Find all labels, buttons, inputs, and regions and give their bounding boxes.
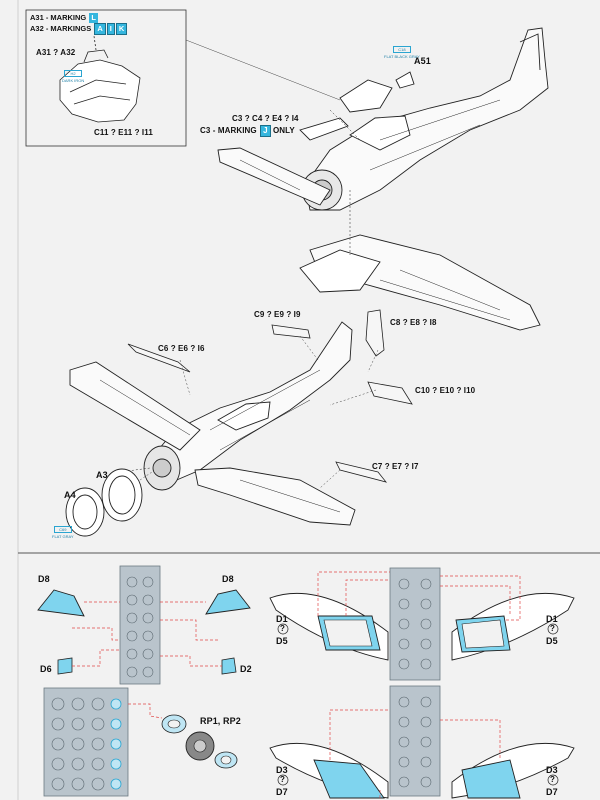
label-a3: A3	[96, 470, 108, 480]
inset-label-c11: C11 ? E11 ? I11	[94, 128, 153, 137]
pe-fret-3	[389, 567, 441, 681]
marking-tag-k: K	[115, 23, 128, 35]
marking-tag-l: L	[89, 13, 98, 23]
pe-leader-lines	[72, 601, 222, 667]
mask-d8-right	[205, 589, 251, 615]
pe-fret-4	[389, 685, 441, 797]
inset-canopy-part	[59, 35, 141, 123]
label-d3-left: D3	[276, 765, 288, 775]
q-mark-d1-left: ?	[280, 624, 285, 633]
label-d6: D6	[40, 664, 52, 674]
mask-d8-left	[37, 589, 85, 617]
label-d8-right: D8	[222, 574, 234, 584]
upper-aircraft	[217, 27, 549, 331]
mask-d6	[57, 657, 73, 675]
mask-d2	[221, 657, 237, 675]
marking-tag-a: A	[94, 23, 106, 35]
label-d1-right: D1	[546, 614, 558, 624]
label-d7-left: D7	[276, 787, 288, 797]
label-d8-left: D8	[38, 574, 50, 584]
pe-leader-lines-right	[317, 571, 521, 798]
pe-fret-1	[119, 565, 161, 685]
marking-tag-i: I	[106, 23, 115, 35]
q-mark-d1-right: ?	[550, 624, 555, 633]
mask-d3-d7-right	[461, 759, 521, 799]
pe-fret-2-parts	[51, 697, 105, 791]
label-a51: A51	[414, 56, 431, 66]
label-rp: RP1, RP2	[200, 716, 241, 726]
label-c3-group: C3 ? C4 ? E4 ? I4	[232, 114, 299, 123]
pe-fret-1-parts	[126, 576, 154, 678]
label-c7-group: C7 ? E7 ? I7	[372, 462, 419, 471]
label-c9-group: C9 ? E9 ? I9	[254, 310, 301, 319]
q-circles	[277, 623, 559, 786]
upper-aircraft-panel-lines	[239, 99, 511, 321]
inset-box	[25, 9, 187, 147]
label-d7-right: D7	[546, 787, 558, 797]
ring-parts	[65, 468, 143, 537]
label-c8-group: C8 ? E8 ? I8	[390, 318, 437, 327]
label-c3-marking: C3 - MARKING J ONLY	[200, 125, 295, 137]
label-c6-group: C6 ? E6 ? I6	[158, 344, 205, 353]
label-d1-left: D1	[276, 614, 288, 624]
pe-fret-2-blue-rings	[110, 698, 122, 790]
label-c10-group: C10 ? E10 ? I10	[415, 386, 476, 395]
label-d5-left: D5	[276, 636, 288, 646]
label-d3-right: D3	[546, 765, 558, 775]
lower-aircraft-panel-lines	[99, 369, 341, 513]
inset-label-a31-a32: A31 ? A32	[36, 48, 76, 57]
loose-parts	[127, 309, 413, 483]
lower-aircraft	[69, 321, 356, 526]
q-mark-d3-left: ?	[280, 775, 285, 784]
q-mark-d3-right: ?	[550, 775, 555, 784]
label-d5-right: D5	[546, 636, 558, 646]
marking-tag-j: J	[260, 125, 271, 137]
label-a4: A4	[64, 490, 76, 500]
label-d2: D2	[240, 664, 252, 674]
mask-d3-d7-left	[313, 759, 385, 799]
